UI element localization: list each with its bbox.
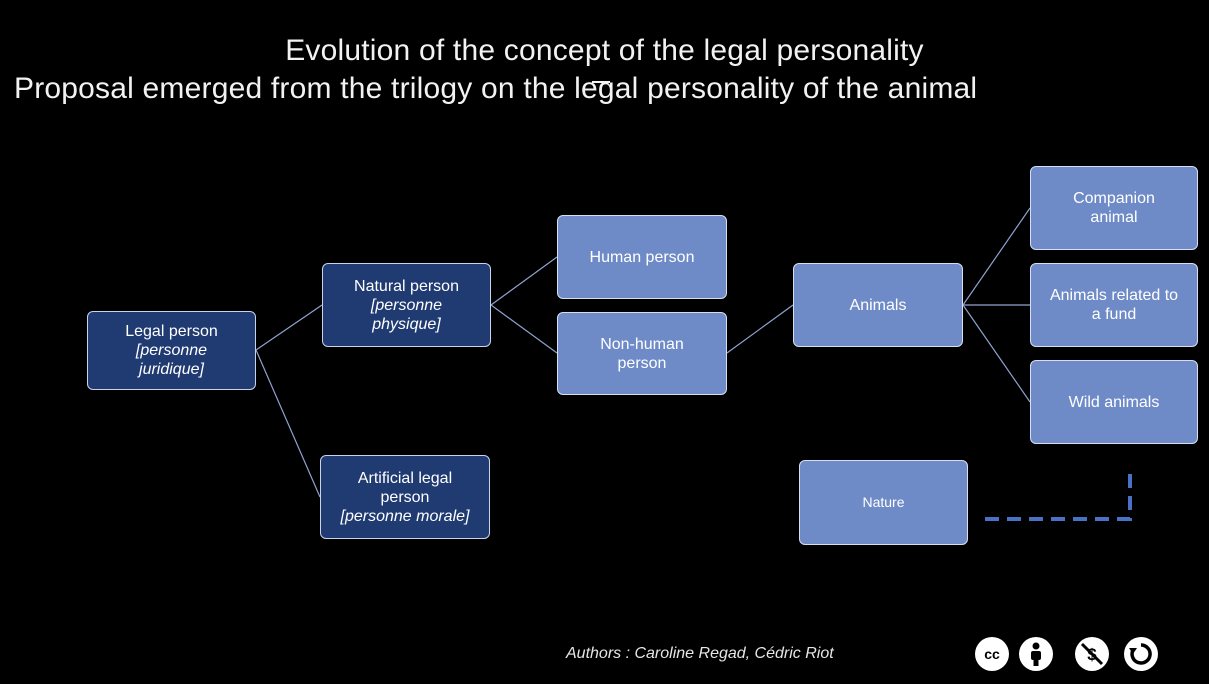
node-artificial-legal-person: Artificial legal person [personne morale… xyxy=(320,455,490,539)
node-label: juridique] xyxy=(139,361,204,378)
node-animals-related-to-fund: Animals related to a fund xyxy=(1030,263,1198,347)
node-wild-animals: Wild animals xyxy=(1030,360,1198,444)
node-nature: Nature xyxy=(799,460,968,545)
node-label: Human person xyxy=(589,248,695,266)
node-non-human-person: Non-human person xyxy=(557,312,727,395)
node-animals: Animals xyxy=(793,263,963,347)
node-label: Artificial legal xyxy=(357,469,453,487)
node-human-person: Human person xyxy=(557,215,727,299)
node-label: Wild animals xyxy=(1068,393,1160,411)
svg-text:cc: cc xyxy=(984,646,1000,662)
node-label: a fund xyxy=(1091,306,1137,323)
node-label: Legal person xyxy=(125,323,218,340)
slide-subtitle: Proposal emerged from the trilogy on the… xyxy=(14,72,978,105)
node-label: Natural person xyxy=(354,277,459,295)
node-label: [personne xyxy=(135,342,208,359)
attribution-icon xyxy=(1019,637,1053,671)
node-label: Companion xyxy=(1073,190,1155,207)
node-label: person xyxy=(617,354,667,372)
node-label: Animals xyxy=(849,296,907,314)
nature-dashed-link xyxy=(985,470,1132,521)
node-label: Animals related to xyxy=(1049,287,1179,304)
noncommercial-icon: $ xyxy=(1075,637,1109,671)
node-label: [personne morale] xyxy=(340,507,470,525)
slide-title: Evolution of the concept of the legal pe… xyxy=(285,34,924,67)
link-animals-wild xyxy=(962,304,1031,403)
cc-icon: cc xyxy=(975,637,1009,671)
node-label: [personne xyxy=(370,296,443,314)
sharealike-icon xyxy=(1124,637,1158,671)
link-natural-nonhuman xyxy=(490,304,558,354)
title-separator xyxy=(592,81,610,83)
link-nonhuman-animals xyxy=(726,304,794,354)
node-label: animal xyxy=(1090,209,1138,226)
link-legal-artificial xyxy=(255,349,321,498)
link-animals-companion xyxy=(962,207,1031,306)
link-natural-human xyxy=(490,256,558,306)
authors-credit: Authors : Caroline Regad, Cédric Riot xyxy=(566,645,834,662)
link-legal-natural xyxy=(255,304,323,351)
node-label: person xyxy=(380,488,430,506)
node-natural-person: Natural person [personne physique] xyxy=(322,263,491,347)
node-label: Non-human xyxy=(600,335,684,353)
node-label: Nature xyxy=(862,494,905,510)
node-legal-person: Legal person [personne juridique] xyxy=(87,311,256,390)
node-companion-animal: Companion animal xyxy=(1030,166,1198,250)
node-label: physique] xyxy=(372,315,441,333)
